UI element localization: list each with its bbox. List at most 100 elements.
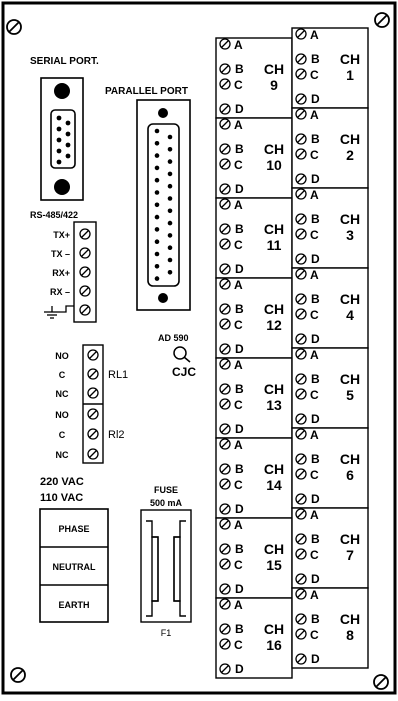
channel-terminal-screw-icon[interactable] xyxy=(219,63,231,75)
relay-terminal-screw-icon[interactable] xyxy=(87,408,99,420)
relay-contact-label: NO xyxy=(55,410,69,420)
channel-terminal-screw-icon[interactable] xyxy=(219,198,231,210)
channel-pin-label: A xyxy=(310,268,319,282)
channel-terminal-screw-icon[interactable] xyxy=(219,358,231,370)
relay-terminal-screw-icon[interactable] xyxy=(87,448,99,460)
rs485-terminal-screw-icon[interactable] xyxy=(79,285,91,297)
channel-terminal-screw-icon[interactable] xyxy=(295,533,307,545)
channel-terminal-screw-icon[interactable] xyxy=(219,38,231,50)
channel-terminal-screw-icon[interactable] xyxy=(295,133,307,145)
channel-terminal-screw-icon[interactable] xyxy=(295,228,307,240)
rs485-terminal-screw-icon[interactable] xyxy=(79,266,91,278)
channel-pin-label: D xyxy=(311,412,320,426)
channel-terminal-screw-icon[interactable] xyxy=(219,663,231,675)
channel-terminal-screw-icon[interactable] xyxy=(295,53,307,65)
channel-terminal-screw-icon[interactable] xyxy=(295,148,307,160)
channel-terminal-screw-icon[interactable] xyxy=(219,638,231,650)
channel-terminal-screw-icon[interactable] xyxy=(295,333,307,345)
channel-terminal-screw-icon[interactable] xyxy=(295,108,307,120)
channel-ch-label: CH xyxy=(264,381,284,397)
fuse-rating-label: 500 mA xyxy=(150,498,183,508)
channel-terminal-screw-icon[interactable] xyxy=(219,183,231,195)
channel-terminal-screw-icon[interactable] xyxy=(295,628,307,640)
channel-terminal-screw-icon[interactable] xyxy=(295,588,307,600)
channel-terminal-screw-icon[interactable] xyxy=(219,303,231,315)
channel-terminal-screw-icon[interactable] xyxy=(219,118,231,130)
channel-terminal-screw-icon[interactable] xyxy=(219,318,231,330)
channel-terminal-screw-icon[interactable] xyxy=(219,503,231,515)
channel-number-label: 12 xyxy=(266,317,282,333)
channel-terminal-screw-icon[interactable] xyxy=(295,453,307,465)
channel-terminal-screw-icon[interactable] xyxy=(295,68,307,80)
channel-terminal-screw-icon[interactable] xyxy=(295,253,307,265)
rs485-terminal-screw-icon[interactable] xyxy=(79,228,91,240)
channel-terminal-screw-icon[interactable] xyxy=(219,598,231,610)
channel-terminal-screw-icon[interactable] xyxy=(295,213,307,225)
channel-terminal-screw-icon[interactable] xyxy=(219,143,231,155)
channel-terminal-screw-icon[interactable] xyxy=(295,653,307,665)
channel-terminal-screw-icon[interactable] xyxy=(295,28,307,40)
channel-terminal-screw-icon[interactable] xyxy=(295,468,307,480)
channel-pin-label: D xyxy=(235,182,244,196)
relay-terminal-screw-icon[interactable] xyxy=(87,368,99,380)
channel-number-label: 8 xyxy=(346,627,354,643)
fuse-ref-label: F1 xyxy=(161,628,172,638)
channel-pin-label: B xyxy=(235,382,244,396)
relay-terminal-screw-icon[interactable] xyxy=(87,428,99,440)
channel-terminal-screw-icon[interactable] xyxy=(219,423,231,435)
channel-terminal-screw-icon[interactable] xyxy=(295,348,307,360)
channel-terminal-screw-icon[interactable] xyxy=(219,398,231,410)
rs485-terminal-screw-icon[interactable] xyxy=(79,304,91,316)
channel-terminal-screw-icon[interactable] xyxy=(219,78,231,90)
channel-terminal-screw-icon[interactable] xyxy=(295,548,307,560)
relay-contact-label: C xyxy=(59,370,66,380)
channel-terminal-screw-icon[interactable] xyxy=(219,623,231,635)
channel-terminal-screw-icon[interactable] xyxy=(295,308,307,320)
relay-1-label: RL1 xyxy=(108,369,128,381)
channel-terminal-screw-icon[interactable] xyxy=(219,278,231,290)
channel-terminal-screw-icon[interactable] xyxy=(219,463,231,475)
channel-terminal-screw-icon[interactable] xyxy=(219,583,231,595)
relay-terminal-screw-icon[interactable] xyxy=(87,387,99,399)
channel-terminal-screw-icon[interactable] xyxy=(295,573,307,585)
channel-pin-label: B xyxy=(235,462,244,476)
channel-terminal-screw-icon[interactable] xyxy=(219,438,231,450)
channel-pin-label: C xyxy=(310,148,319,162)
channel-pin-label: A xyxy=(234,438,243,452)
channel-terminal-screw-icon[interactable] xyxy=(219,383,231,395)
channel-terminal-screw-icon[interactable] xyxy=(219,223,231,235)
channel-pin-label: A xyxy=(310,428,319,442)
channel-pin-label: C xyxy=(310,308,319,322)
channel-terminal-screw-icon[interactable] xyxy=(295,93,307,105)
channel-terminal-screw-icon[interactable] xyxy=(295,293,307,305)
channel-terminal-screw-icon[interactable] xyxy=(295,388,307,400)
channel-terminal-screw-icon[interactable] xyxy=(219,158,231,170)
channel-terminal-screw-icon[interactable] xyxy=(295,413,307,425)
channel-terminal-screw-icon[interactable] xyxy=(219,103,231,115)
channel-terminal-screw-icon[interactable] xyxy=(295,268,307,280)
channel-terminal-screw-icon[interactable] xyxy=(295,428,307,440)
channel-terminal-screw-icon[interactable] xyxy=(219,478,231,490)
channel-terminal-screw-icon[interactable] xyxy=(219,543,231,555)
channel-terminal-screw-icon[interactable] xyxy=(295,508,307,520)
cjc-sensor-icon xyxy=(173,346,191,363)
channel-ch-label: CH xyxy=(340,211,360,227)
channel-terminal-screw-icon[interactable] xyxy=(295,493,307,505)
channel-terminal-screw-icon[interactable] xyxy=(295,173,307,185)
relay-terminal-screw-icon[interactable] xyxy=(87,349,99,361)
channel-terminal-screw-icon[interactable] xyxy=(219,558,231,570)
channel-pin-label: A xyxy=(310,348,319,362)
channel-terminal-screw-icon[interactable] xyxy=(219,518,231,530)
channel-terminal-screw-icon[interactable] xyxy=(295,188,307,200)
channel-ch-label: CH xyxy=(264,461,284,477)
channel-terminal-screw-icon[interactable] xyxy=(295,613,307,625)
channel-pin-label: D xyxy=(311,492,320,506)
channel-terminal-screw-icon[interactable] xyxy=(219,263,231,275)
channel-terminal-screw-icon[interactable] xyxy=(219,238,231,250)
channel-terminal-screw-icon[interactable] xyxy=(295,373,307,385)
rs485-terminal-screw-icon[interactable] xyxy=(79,247,91,259)
channel-terminal-screw-icon[interactable] xyxy=(219,343,231,355)
cjc-sensor-label: AD 590 xyxy=(158,333,189,343)
